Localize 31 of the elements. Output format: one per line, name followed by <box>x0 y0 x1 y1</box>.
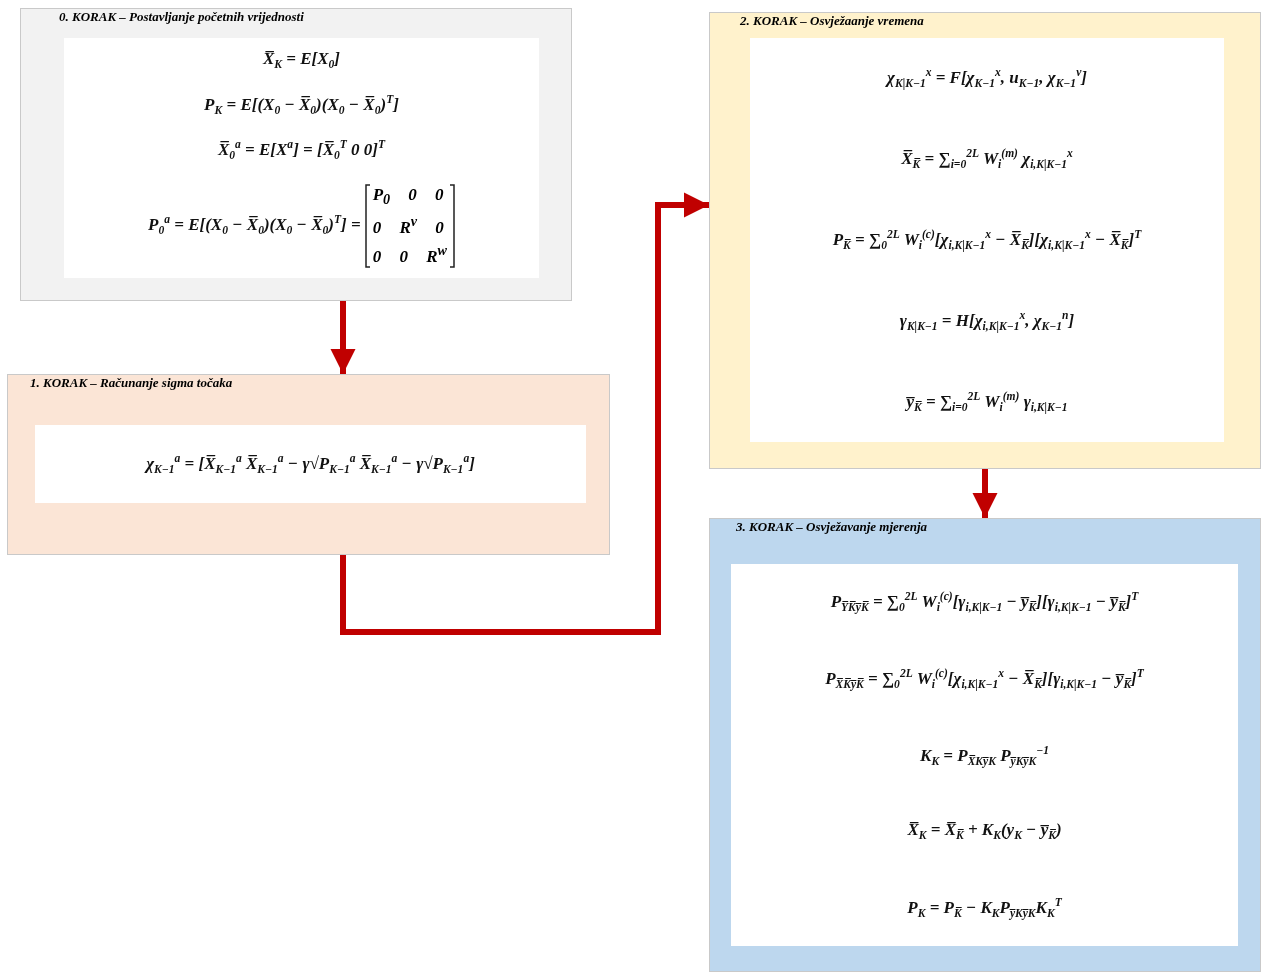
formula: χ$_{K|K−1}$$^{x}$ = F[χ$_{K−1}$$^{x}$, u$_{K−1}$, χ$_{K−1}$$^{v}$] <box>887 66 1087 91</box>
matrix <box>364 183 455 268</box>
formula: P$_{K}$ = E[(X$_{0}$ − X̅$_{0}$)(X$_{0}$ − X̅$_{0}$)$^{T}$] <box>204 92 399 117</box>
arrow <box>340 192 709 635</box>
formula-card <box>35 425 586 503</box>
formula-card <box>750 38 1224 442</box>
formula: y̅$_{K̅}$ = ∑$_{i=0}$$^{2L}$ W$_{i}$$^{(m)}$ γ$_{i,K|K−1}$ <box>906 389 1068 414</box>
step-panel <box>709 518 1261 972</box>
formula: P$_{X̅K̅y̅K̅}$ = ∑$_{0}$$^{2L}$ W$_{i}$$^{(c)}$[χ$_{i,K|K−1}$$^{x}$ − X̅$_{K̅}$][γ$_{i,K|K−1}$ − y̅$_{K̅}$]$^{T}$ <box>825 667 1144 692</box>
formula: X̅$_{0}$$^{a}$ = E[X$^{a}$] = [X̅$_{0}$$^{T}$ 0 0]$^{T}$ <box>217 138 386 163</box>
matrix-row-text: P$_{0}$ 0 0 <box>371 183 445 209</box>
step-panel <box>20 8 572 301</box>
panel-heading: 3. KORAK – Osvježavanje mjerenja <box>736 519 928 535</box>
formula: χ$_{K−1}$$^{a}$ = [X̅$_{K−1}$$^{a}$ X̅$_{K−1}$$^{a}$ − γ√P$_{K−1}$$^{a}$ X̅$_{K−1}$$^{a}$ − γ√P$_{K−1}$$^{a}$] <box>146 451 475 476</box>
panel-heading: 2. KORAK – Osvježaanje vremena <box>740 13 924 29</box>
step-panel <box>7 374 610 555</box>
formula: P$_{K̅}$ = ∑$_{0}$$^{2L}$ W$_{i}$$^{(c)}$[χ$_{i,K|K−1}$$^{x}$ − X̅$_{K̅}$][χ$_{i,K|K−1}$$^{x}$ − X̅$_{K̅}$]$^{T}$ <box>832 227 1142 252</box>
formula: γ$_{K|K−1}$ = H[χ$_{i,K|K−1}$$^{x}$, χ$_{K−1}$$^{n}$] <box>899 308 1075 333</box>
formula-card <box>64 38 539 278</box>
formula: X̅$_{K}$ = X̅$_{K̅}$ + K$_{K}$(y$_{K}$ − y̅$_{K̅}$) <box>907 820 1062 843</box>
formula: P$_{Y̅K̅y̅K̅}$ = ∑$_{0}$$^{2L}$ W$_{i}$$^{(c)}$[γ$_{i,K|K−1}$ − y̅$_{K̅}$][γ$_{i,K|K−1}$ − y̅$_{K̅}$]$^{T}$ <box>830 590 1139 615</box>
panel-heading: 0. KORAK – Postavljanje početnih vrijednosti <box>59 9 304 25</box>
formula: X̅$_{K}$ = E[X$_{0}$] <box>263 48 340 72</box>
step-panel <box>709 12 1261 469</box>
formula-card <box>731 564 1238 946</box>
arrow <box>330 301 356 374</box>
matrix-row-text: 0 0 R$^{w}$ <box>371 240 448 268</box>
matrix-row-text: 0 R$^{v}$ 0 <box>371 211 445 239</box>
formula: P$_{0}$$^{a}$ = E[(X$_{0}$ − X̅$_{0}$)(X$_{0}$ − X̅$_{0}$)$^{T}$] = <box>148 213 361 238</box>
arrow <box>972 469 998 518</box>
panel-heading: 1. KORAK – Računanje sigma točaka <box>30 375 233 391</box>
